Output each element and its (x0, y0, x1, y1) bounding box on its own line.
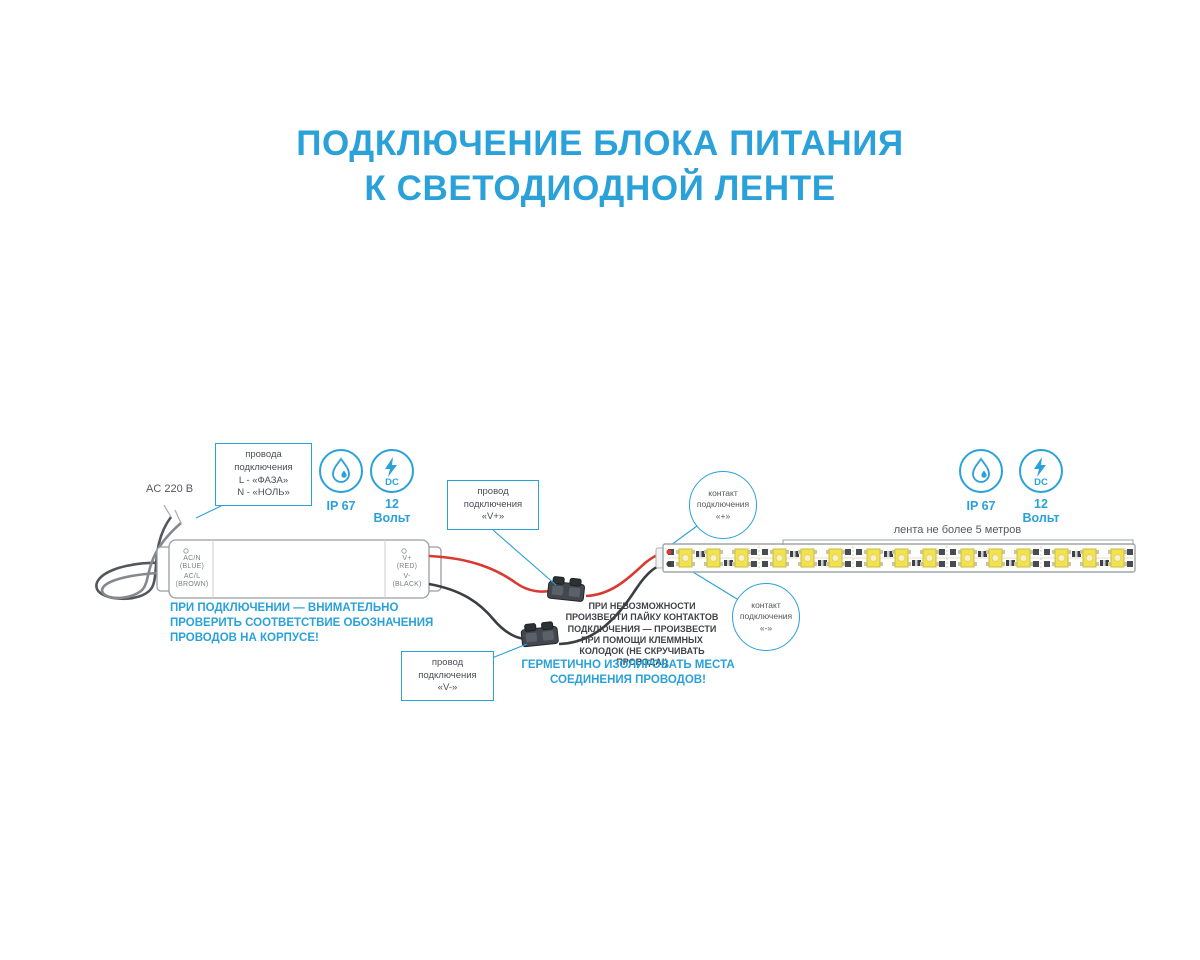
contact-minus-callout: контакт подключения «-» (732, 583, 800, 651)
wires-callout-line1: провода (245, 448, 282, 460)
volt-label-right: 12 Вольт (1013, 497, 1069, 526)
screw-icon (183, 548, 189, 554)
wires-callout-line4: N - «НОЛЬ» (237, 487, 290, 499)
wires-callout-line3: L - «ФАЗА» (238, 474, 289, 486)
seal-note-text: ГЕРМЕТИЧНО ИЗОЛИРОВАТЬ МЕСТА СОЕДИНЕНИЯ … (521, 659, 735, 687)
screw-icon (401, 548, 407, 554)
ip67-label-left: IP 67 (326, 499, 356, 513)
wires-callout-line2: подключения (234, 461, 293, 473)
dc-badge-right: DC (1019, 449, 1063, 493)
vminus-callout-box: провод подключения «V-» (401, 651, 494, 701)
terminal-label-v-minus: V- (BLACK) (392, 573, 422, 589)
leader-contact-plus (670, 525, 698, 546)
wires-callout-box: провода подключения L - «ФАЗА» N - «НОЛЬ… (215, 443, 312, 506)
lightning-bolt-icon: DC (385, 457, 399, 486)
title-line2: К СВЕТОДИОДНОЙ ЛЕНТЕ (364, 168, 836, 208)
ac-input-label: AC 220 В (146, 483, 194, 495)
psu-warning-text: ПРИ ПОДКЛЮЧЕНИИ — ВНИМАТЕЛЬНО ПРОВЕРИТЬ … (170, 602, 434, 645)
clamp-connector-vminus (520, 621, 559, 648)
ip67-badge-left (319, 449, 363, 493)
leader-wires-callout (195, 505, 222, 519)
terminal-label-ac-n: AC/N (BLUE) (179, 555, 205, 571)
leader-vplus-callout (492, 529, 557, 586)
solder-point-plus (666, 549, 672, 555)
volt-label-left: 12 Вольт (364, 497, 420, 526)
psu-body (156, 539, 442, 599)
ip67-badge-right (959, 449, 1003, 493)
solder-point-minus (666, 561, 672, 567)
leader-contact-minus (687, 568, 738, 600)
contact-plus-callout: контакт подключения «+» (689, 471, 757, 539)
wire-v-plus-to-strip (585, 551, 667, 598)
page-title: ПОДКЛЮЧЕНИЕ БЛОКА ПИТАНИЯ К СВЕТОДИОДНОЙ… (0, 122, 1200, 212)
clamp-connector-vplus (547, 576, 586, 602)
wire-v-minus (428, 582, 528, 641)
dc-text: DC (1034, 477, 1048, 486)
vplus-callout-box: провод подключения «V+» (447, 480, 539, 530)
water-drop-icon (972, 457, 990, 483)
terminal-label-v-plus: V+ (RED) (396, 555, 418, 571)
dc-text: DC (385, 477, 399, 486)
led-strip (655, 543, 1136, 573)
volt-value: 12 (1034, 497, 1048, 511)
volt-unit: Вольт (373, 511, 411, 526)
wire-v-plus (428, 554, 553, 593)
strip-length-label: лента не более 5 метров (893, 524, 1022, 536)
leader-vminus-callout (491, 643, 528, 659)
terminal-label-ac-l: AC/L (BROWN) (175, 573, 209, 589)
dc-badge-left: DC (370, 449, 414, 493)
led-strip-components (668, 546, 1133, 570)
ip67-label-right: IP 67 (966, 499, 996, 513)
clamp-note-text: ПРИ НЕВОЗМОЖНОСТИ ПРОИЗВЕСТИ ПАЙКУ КОНТА… (565, 601, 719, 668)
strip-length-bracket (782, 539, 1134, 545)
volt-value: 12 (385, 497, 399, 511)
lightning-bolt-icon: DC (1034, 457, 1048, 486)
volt-unit: Вольт (1022, 511, 1060, 526)
water-drop-icon (332, 457, 350, 483)
title-line1: ПОДКЛЮЧЕНИЕ БЛОКА ПИТАНИЯ (296, 124, 904, 163)
